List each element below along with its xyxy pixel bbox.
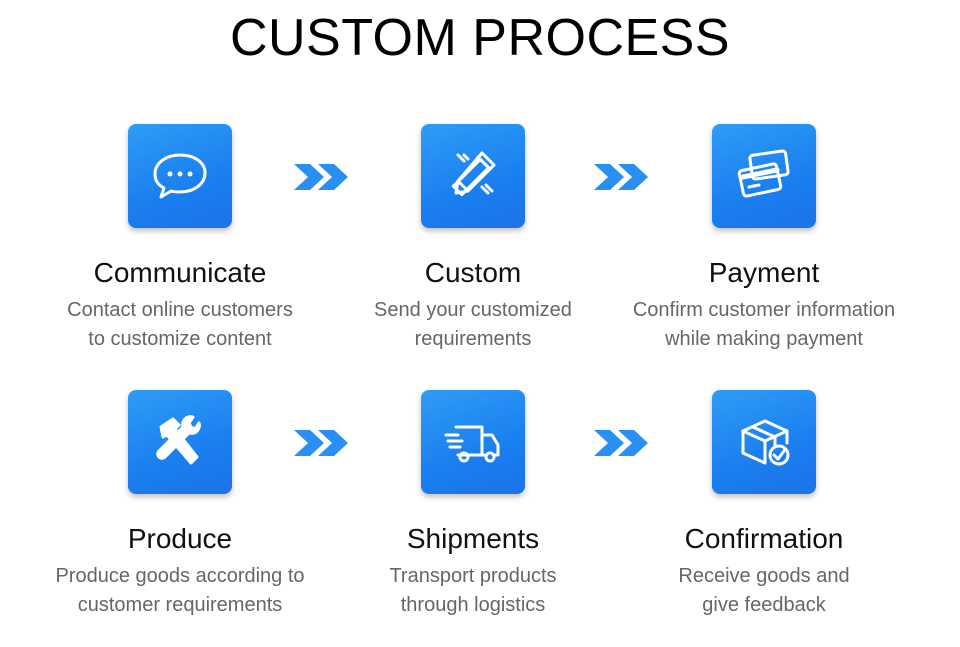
step-description-line: to customize content bbox=[88, 328, 272, 350]
step-description-line: Receive goods and bbox=[678, 565, 850, 587]
step-description-line: Produce goods according to bbox=[55, 565, 305, 587]
step-description: Receive goods and give feedback bbox=[614, 562, 914, 620]
step-description-line: give feedback bbox=[702, 594, 826, 616]
step-description: Produce goods according to customer requ… bbox=[30, 562, 330, 620]
step-description: Confirm customer information while makin… bbox=[614, 296, 914, 354]
step-title: Custom bbox=[424, 257, 522, 288]
chevron-double-right-icon bbox=[294, 164, 348, 190]
chevron-double-right-icon bbox=[594, 430, 648, 456]
step-payment: Payment Confirm customer information whi… bbox=[614, 124, 914, 354]
step-communicate: Communicate Contact online customers to … bbox=[30, 124, 330, 354]
step-description-line: Transport products bbox=[389, 565, 557, 587]
hammer-wrench-icon bbox=[128, 390, 232, 494]
pencil-ruler-icon bbox=[421, 124, 525, 228]
chevron-double-right-icon bbox=[594, 164, 648, 190]
step-title: Communicate bbox=[93, 257, 267, 288]
page-title: CUSTOM PROCESS bbox=[229, 9, 731, 67]
delivery-truck-icon bbox=[421, 390, 525, 494]
step-description: Contact online customers to customize co… bbox=[30, 296, 330, 354]
step-description: Send your customized requirements bbox=[323, 296, 623, 354]
step-title: Produce bbox=[127, 523, 233, 554]
step-produce: Produce Produce goods according to custo… bbox=[30, 390, 330, 620]
step-description-line: requirements bbox=[414, 328, 532, 350]
step-title: Payment bbox=[708, 257, 820, 288]
step-shipments: Shipments Transport products through log… bbox=[323, 390, 623, 620]
package-check-icon bbox=[712, 390, 816, 494]
credit-cards-icon bbox=[712, 124, 816, 228]
step-description-line: customer requirements bbox=[77, 594, 283, 616]
chevron-double-right-icon bbox=[294, 430, 348, 456]
chat-bubble-icon bbox=[128, 124, 232, 228]
step-description-line: Contact online customers bbox=[67, 299, 293, 321]
step-confirmation: Confirmation Receive goods and give feed… bbox=[614, 390, 914, 620]
step-description-line: through logistics bbox=[400, 594, 546, 616]
step-custom: Custom Send your customized requirements bbox=[323, 124, 623, 354]
step-description-line: while making payment bbox=[665, 328, 863, 350]
step-description: Transport products through logistics bbox=[323, 562, 623, 620]
step-title: Confirmation bbox=[684, 523, 844, 554]
step-description-line: Send your customized bbox=[374, 299, 572, 321]
step-title: Shipments bbox=[406, 523, 540, 554]
step-description-line: Confirm customer information bbox=[632, 299, 896, 321]
